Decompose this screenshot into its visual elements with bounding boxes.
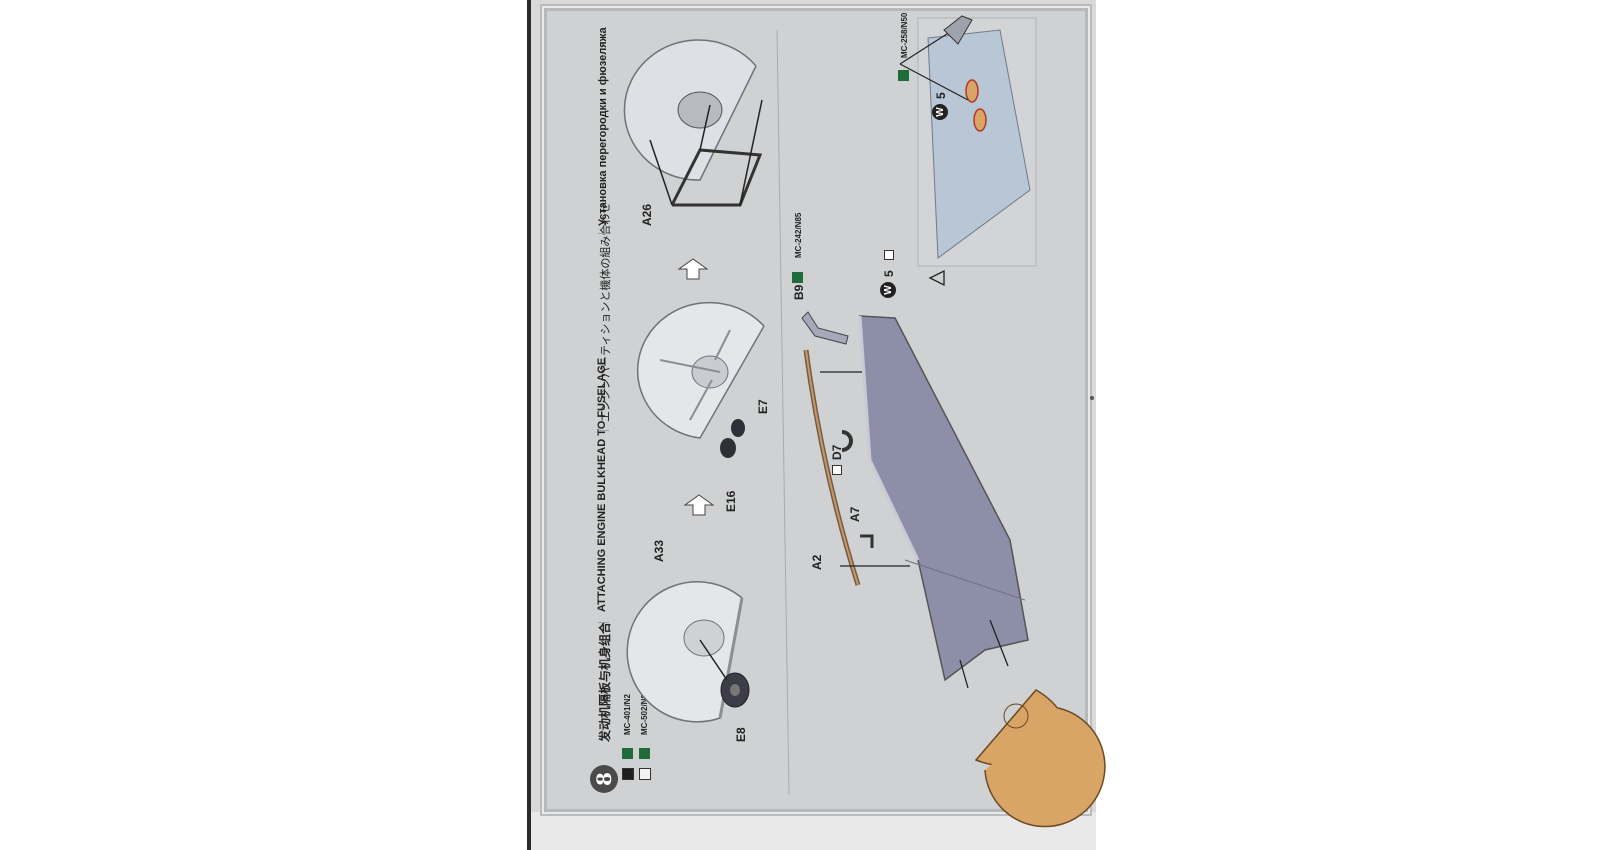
step-arrow (677, 258, 709, 280)
title-separator (598, 430, 609, 431)
assembly-arrow (989, 619, 1009, 667)
label-a33: A33 (652, 539, 666, 562)
part-e7 (731, 419, 745, 437)
part-a7 (860, 534, 874, 548)
wire-count: 5 (882, 270, 896, 277)
assembly-arrow (699, 639, 728, 681)
part-e8 (720, 672, 750, 708)
label-a2: A2 (810, 554, 824, 570)
label-e7: E7 (756, 399, 770, 414)
detail-inset (899, 15, 1037, 267)
label-e8: E8 (734, 727, 748, 742)
label-d7: D7 (830, 444, 844, 460)
paint-swatch-white (639, 768, 651, 780)
wire-count-inset: 5 (934, 92, 948, 99)
wire-badge: W (880, 282, 896, 298)
bulkhead-with-a26 (623, 39, 763, 207)
fuselage (858, 315, 1029, 682)
title-separator (598, 622, 609, 623)
cut-icon (884, 250, 894, 260)
label-a7: A7 (848, 506, 862, 522)
part-e16 (720, 438, 736, 458)
scan-edge (527, 0, 531, 850)
part-d7 (841, 430, 853, 452)
paint-code: MC-258/N50 (900, 12, 909, 58)
assembly-arrow (959, 659, 969, 689)
paint-code: MC-242/N85 (794, 212, 803, 258)
paint-brush-icon (898, 70, 909, 81)
wire-badge-inset: W (932, 104, 948, 120)
paint-swatch-black (622, 768, 634, 780)
label-b9: B9 (792, 284, 806, 300)
paint-brush-icon (622, 748, 633, 759)
bulkhead-with-e16-e7 (636, 301, 765, 439)
part-a2-highlight (805, 349, 859, 586)
sheet-bottom-margin (531, 812, 1096, 850)
label-a26: A26 (640, 203, 654, 226)
step-arrow (683, 494, 715, 516)
part-b9 (801, 311, 849, 345)
page-mark (1090, 396, 1094, 400)
paint-brush-icon (792, 272, 803, 283)
title-separator (598, 233, 609, 234)
paint-brush-icon (639, 748, 650, 759)
panel-divider (776, 29, 790, 796)
caution-icon (928, 269, 945, 287)
copper-bulkhead (974, 689, 1106, 828)
label-e16: E16 (724, 490, 738, 512)
cut-icon (832, 465, 842, 475)
bulkhead-a33 (626, 581, 744, 723)
